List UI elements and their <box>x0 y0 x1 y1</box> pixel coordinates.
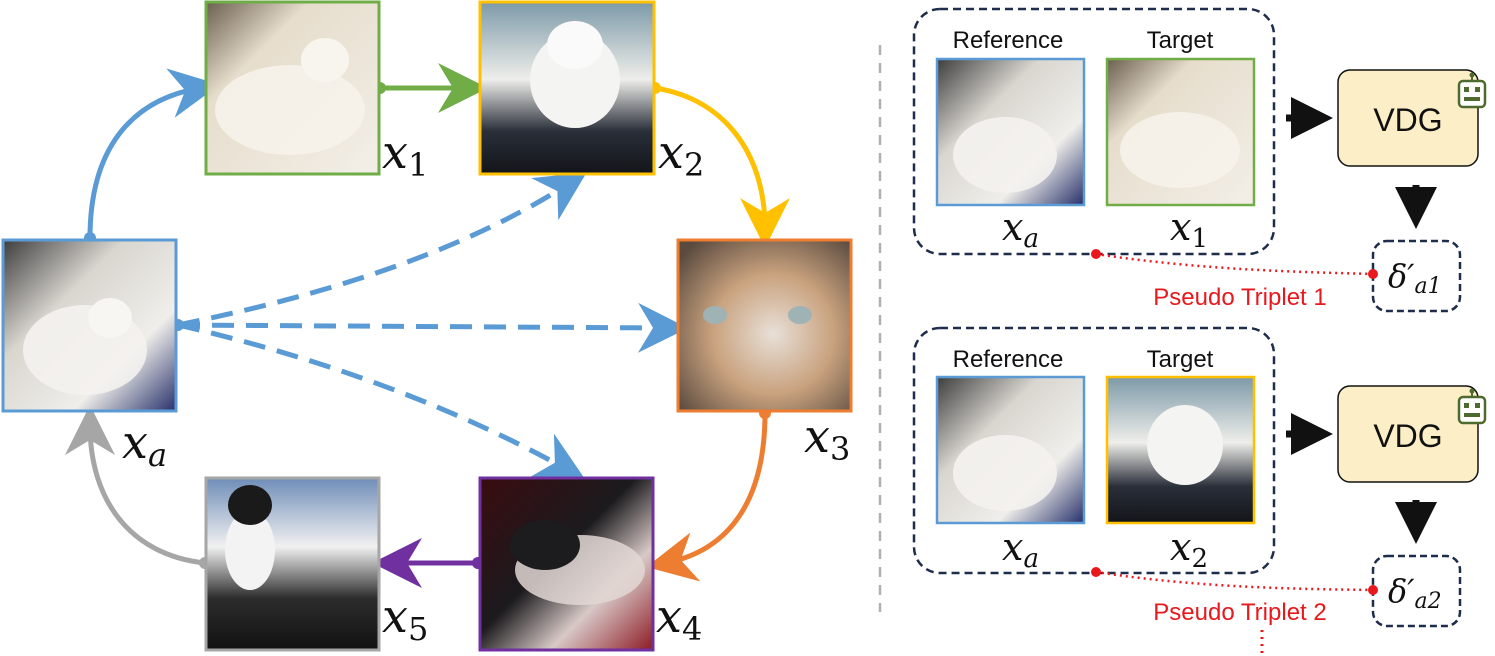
triplet-1-reference-label: Reference <box>953 27 1064 54</box>
dashed-edge-xa-x4 <box>177 322 586 480</box>
node-xa-image <box>1 238 178 413</box>
edge-x2-x3 <box>654 85 790 248</box>
triplet-1-caption: Pseudo Triplet 1 <box>1153 284 1326 311</box>
edge-x5-xa <box>65 405 206 566</box>
node-x2-image <box>478 0 656 176</box>
triplet-2-reference-image <box>935 375 1086 525</box>
triplet-2-ref-var: xa <box>1002 525 1039 574</box>
triplet-1: Reference Target xa x1 VDG <box>912 7 1487 313</box>
triplet-2-link <box>1095 570 1374 592</box>
triplet-2-link-start <box>1091 567 1101 577</box>
triplet-2-caption: Pseudo Triplet 2 <box>1153 599 1326 626</box>
triplet-1-target-label: Target <box>1147 27 1214 54</box>
triplet-2-target-image <box>1105 375 1256 525</box>
triplet-2-vdg-label: VDG <box>1373 418 1442 454</box>
triplet-2-target-label: Target <box>1147 346 1214 373</box>
node-x4-image <box>478 476 655 652</box>
triplet-2-tgt-var: x2 <box>1170 525 1208 574</box>
node-x3-image <box>676 238 853 413</box>
node-x1-image <box>204 0 381 176</box>
dashed-edge-xa-x2 <box>177 172 587 328</box>
triplet-1-link <box>1095 252 1374 276</box>
node-x5-image <box>204 476 381 652</box>
triplet-2: Reference Target xa x2 VDG <box>912 326 1487 654</box>
triplet-1-box <box>912 7 1276 256</box>
triplet-1-vdg-label: VDG <box>1373 102 1442 138</box>
triplet-2-link-end <box>1368 585 1378 595</box>
triplet-1-ref-var: xa <box>1002 205 1039 254</box>
triplet-2-reference-label: Reference <box>953 346 1064 373</box>
robot-icon <box>1457 388 1487 425</box>
label-xa: xa <box>122 415 167 474</box>
label-x5: x5 <box>382 589 428 648</box>
triplet-2-box <box>912 326 1276 575</box>
triplet-1-vdg-model: VDG <box>1337 69 1487 167</box>
triplet-2-vdg-model: VDG <box>1337 385 1487 483</box>
triplet-1-link-start <box>1091 249 1101 259</box>
label-x4: x4 <box>656 589 702 648</box>
triplet-1-target-image <box>1105 57 1256 207</box>
label-x3: x3 <box>804 409 850 468</box>
triplet-1-tgt-var: x1 <box>1170 205 1208 254</box>
edge-xa-x1 <box>87 68 220 239</box>
label-x1: x1 <box>382 125 428 184</box>
triplet-1-delta: δ′a1 <box>1388 257 1442 299</box>
dashed-edge-xa-x3 <box>177 302 688 353</box>
robot-icon <box>1457 72 1487 109</box>
triplet-2-delta: δ′a2 <box>1388 572 1442 614</box>
edge-x3-x4 <box>646 412 768 582</box>
triplet-1-link-end <box>1368 269 1378 279</box>
label-x2: x2 <box>658 125 704 184</box>
cycle-graph: xa x1 x2 x3 x4 x5 <box>1 0 853 652</box>
triplet-1-reference-image <box>935 57 1086 207</box>
